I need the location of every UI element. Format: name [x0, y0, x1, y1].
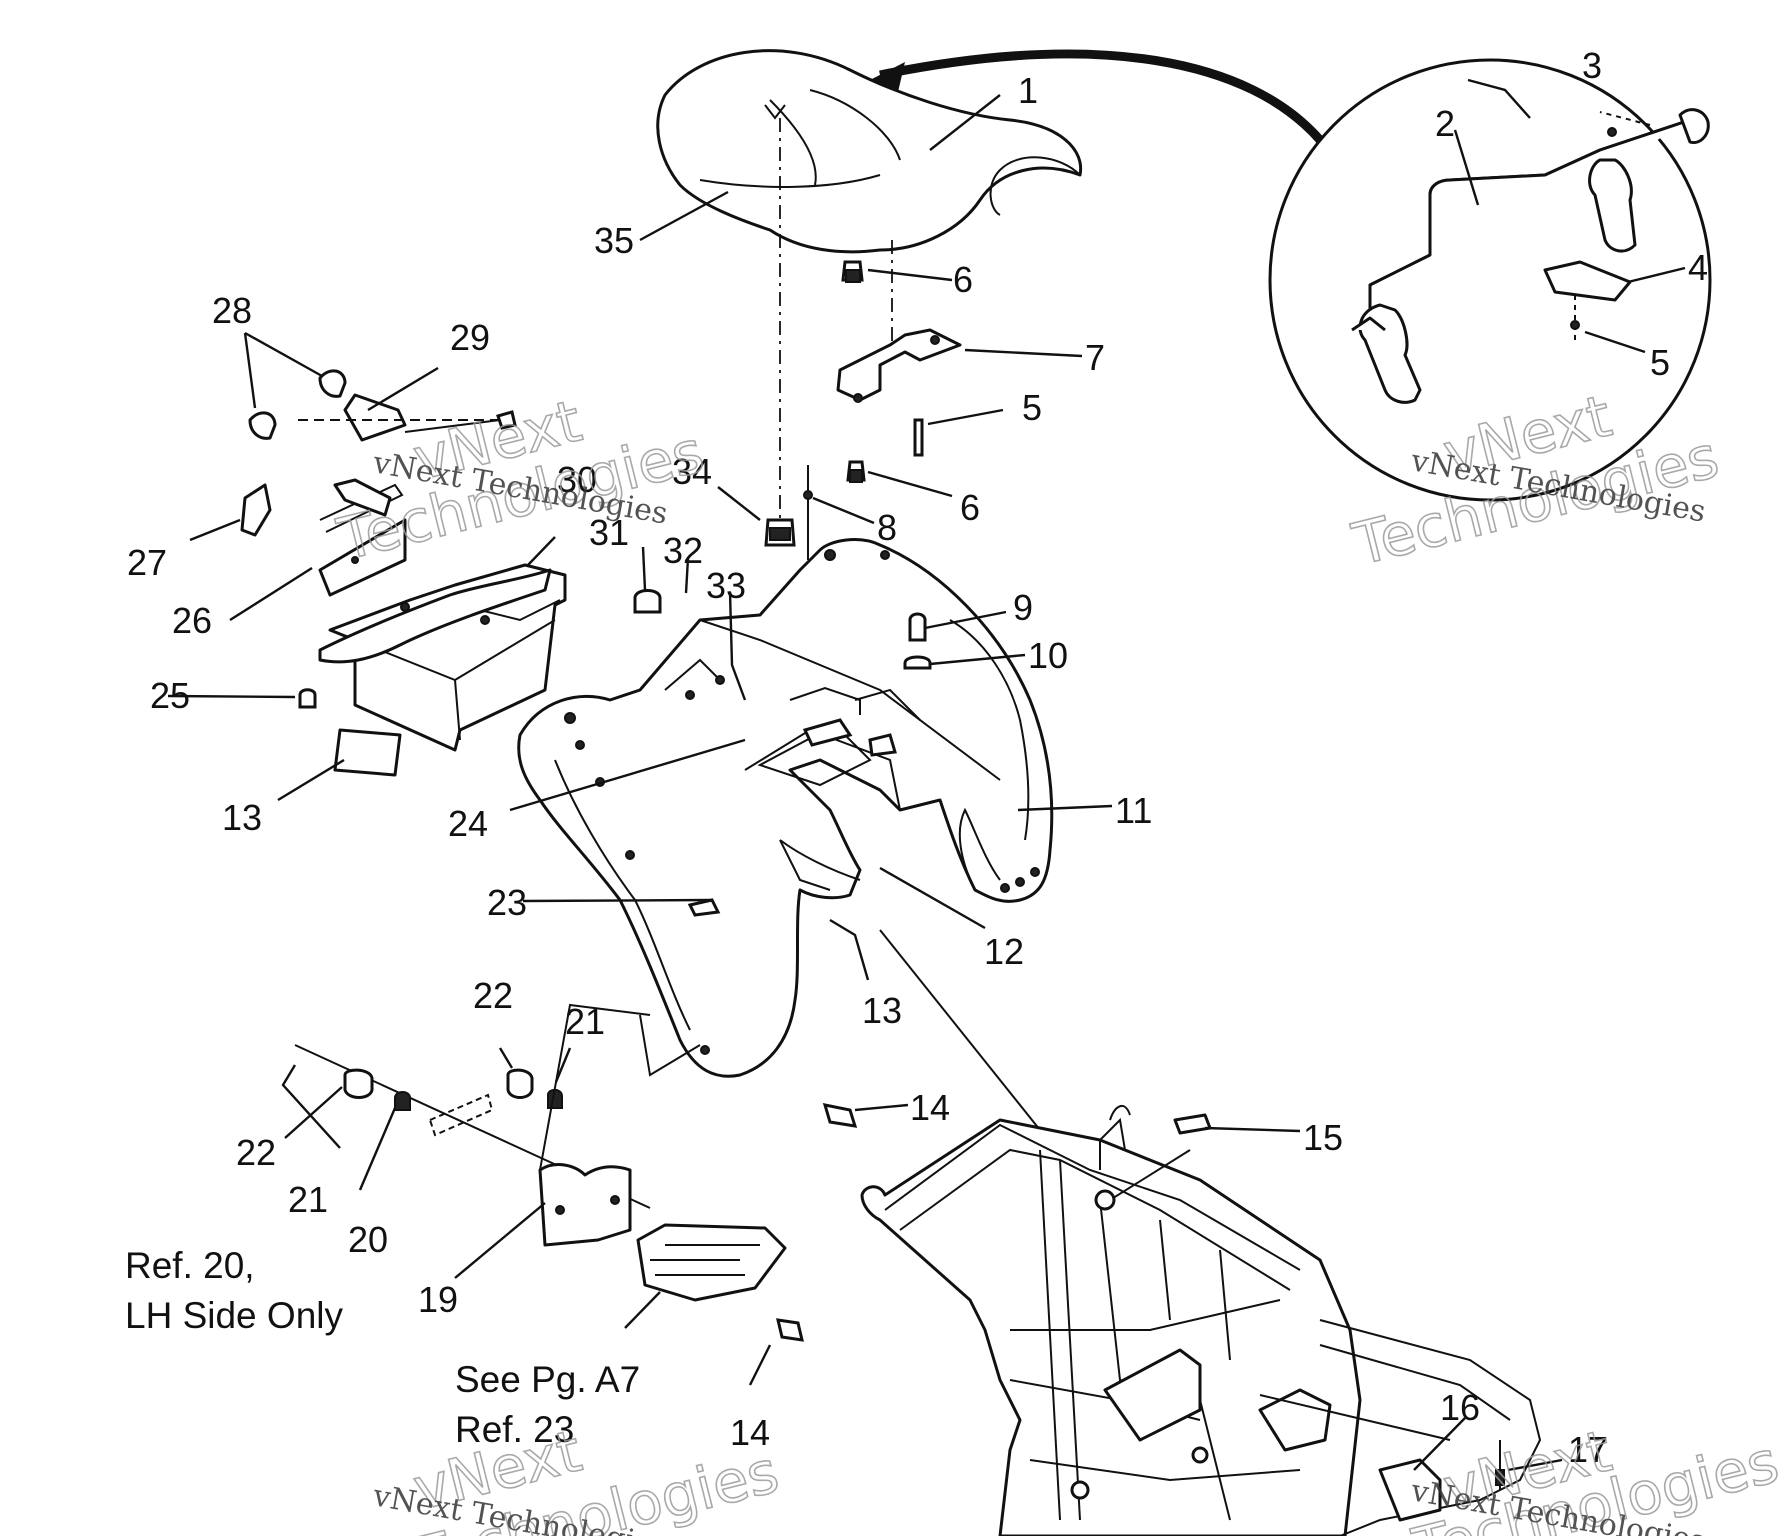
callout-14-upper: 14	[910, 1087, 950, 1128]
arrow-head-icon	[870, 62, 905, 92]
callout-numbers: 1 2 3 4 5 5 6 6 7 8 9 10 11 12 13 13 14 …	[127, 45, 1708, 1470]
callout-30: 30	[557, 459, 597, 500]
callout-27: 27	[127, 542, 167, 583]
callout-15: 15	[1303, 1117, 1343, 1158]
callout-22-left: 22	[236, 1132, 276, 1173]
callout-33: 33	[706, 565, 746, 606]
callout-26: 26	[172, 600, 212, 641]
callout-11: 11	[1115, 790, 1152, 831]
callout-3: 3	[1582, 45, 1602, 86]
callout-21-right: 21	[565, 1001, 605, 1042]
callout-8: 8	[877, 507, 897, 548]
callout-4: 4	[1688, 247, 1708, 288]
callout-17: 17	[1568, 1429, 1608, 1470]
note-seepg-line2: Ref. 23	[455, 1409, 574, 1450]
callout-25: 25	[150, 675, 190, 716]
callout-12: 12	[984, 931, 1024, 972]
callout-29: 29	[450, 317, 490, 358]
callout-5-seat: 5	[1022, 387, 1042, 428]
footrest	[294, 1003, 787, 1302]
callout-22-right: 22	[473, 975, 513, 1016]
frame	[860, 929, 1542, 1536]
bolts	[687, 612, 932, 1342]
callout-6-lower: 6	[960, 487, 980, 528]
notes: Ref. 20, LH Side Only See Pg. A7 Ref. 23	[125, 1245, 640, 1450]
callout-6-upper: 6	[953, 259, 973, 300]
callout-14-lower: 14	[730, 1412, 770, 1453]
note-ref20-line1: Ref. 20,	[125, 1245, 255, 1286]
callout-35: 35	[594, 220, 634, 261]
callout-23: 23	[487, 882, 527, 923]
callout-31: 31	[589, 512, 629, 553]
callout-1: 1	[1018, 70, 1038, 111]
callout-2: 2	[1435, 103, 1455, 144]
callout-5-detail: 5	[1650, 342, 1670, 383]
callout-20: 20	[348, 1219, 388, 1260]
leader-lines	[167, 78, 1686, 1472]
callout-24: 24	[448, 803, 488, 844]
callout-16: 16	[1440, 1387, 1480, 1428]
callout-21-left: 21	[288, 1179, 328, 1220]
callout-34: 34	[672, 451, 712, 492]
callout-32: 32	[663, 530, 703, 571]
rear-fender	[517, 538, 1054, 1078]
note-seepg-line1: See Pg. A7	[455, 1359, 640, 1400]
callout-7: 7	[1085, 337, 1105, 378]
callout-10: 10	[1028, 635, 1068, 676]
detail-arrow	[879, 49, 1324, 143]
seat	[656, 49, 1083, 254]
callout-19: 19	[418, 1279, 458, 1320]
callout-28: 28	[212, 290, 252, 331]
callout-9: 9	[1013, 587, 1033, 628]
callout-13-fender: 13	[862, 990, 902, 1031]
tool-box	[240, 369, 567, 777]
detail-circle	[1268, 58, 1712, 502]
callout-13-box: 13	[222, 797, 262, 838]
note-ref20-line2: LH Side Only	[125, 1295, 343, 1336]
seat-hardware	[836, 260, 962, 483]
